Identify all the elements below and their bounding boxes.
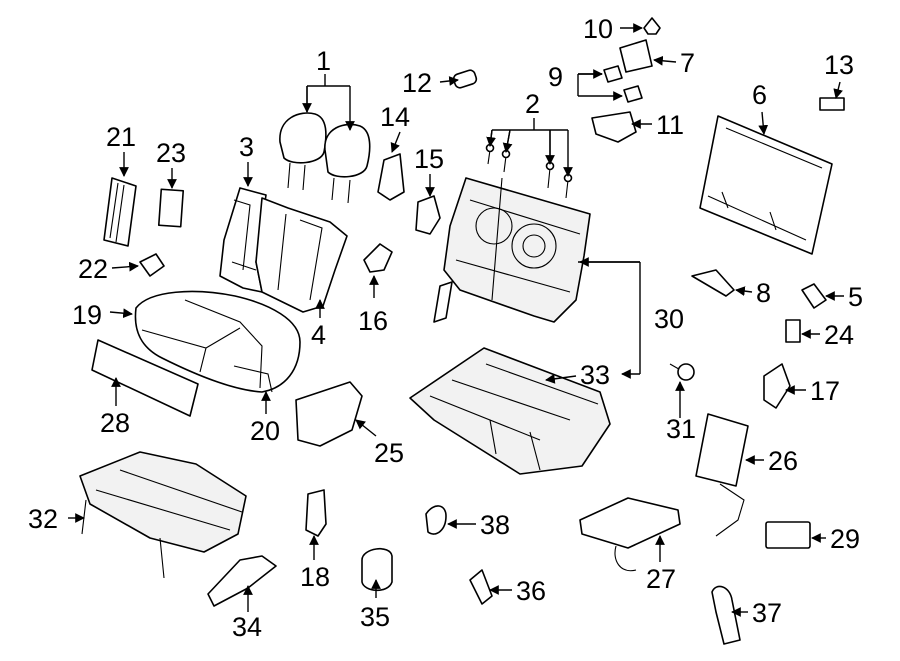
callout-18: 18 — [300, 562, 330, 592]
callout-29: 29 — [830, 524, 860, 554]
module-part-29 — [765, 521, 811, 549]
callout-37: 37 — [752, 598, 782, 628]
panel-part-23 — [157, 188, 185, 228]
bushing-part-36 — [469, 569, 493, 605]
bracket-part-14 — [377, 153, 405, 201]
callout-15: 15 — [414, 144, 444, 174]
hook-part-37 — [711, 585, 741, 645]
seat-cushion-cover-part-19 — [134, 290, 301, 393]
callout-5: 5 — [848, 282, 863, 312]
callout-30: 30 — [654, 304, 684, 334]
cushion-part-20 — [233, 365, 273, 393]
seatback-cover-part-3 — [219, 187, 348, 313]
callout-8: 8 — [756, 278, 771, 308]
callout-4: 4 — [311, 320, 326, 350]
callout-24: 24 — [824, 320, 854, 350]
latch-part-15 — [415, 195, 441, 235]
callout-31: 31 — [666, 414, 696, 444]
strap-bracket-part-18 — [305, 489, 327, 537]
callout-33: 33 — [580, 360, 610, 390]
hinge-cover-part-16 — [363, 243, 393, 273]
cup-part-35 — [361, 548, 393, 592]
cushion-frame-lower-part-32 — [79, 451, 247, 579]
callout-22: 23 — [156, 138, 186, 168]
button-part-12 — [452, 69, 478, 89]
callout-13: 13 — [824, 50, 854, 80]
callout-34: 34 — [232, 612, 262, 642]
clip-part-22 — [139, 253, 165, 277]
callout-20: 20 — [250, 416, 280, 446]
trim-strip-part-28 — [91, 339, 199, 417]
lever-bracket-part-34 — [207, 555, 277, 607]
callout-26: 26 — [768, 446, 798, 476]
callout-19: 19 — [72, 300, 102, 330]
bolster-part-21 — [103, 177, 137, 247]
callout-16: 16 — [358, 306, 388, 336]
callout-25: 25 — [374, 438, 404, 468]
bolt-part-31 — [669, 363, 695, 381]
bracket-part-17 — [763, 363, 791, 409]
harness-panel-part-27 — [579, 497, 681, 572]
clip-part-24 — [785, 319, 801, 343]
callout-28: 28 — [100, 408, 130, 438]
callout-12: 12 — [402, 68, 432, 98]
seatback-panel-part-6 — [699, 115, 833, 255]
guide-part-11 — [591, 111, 637, 143]
callout-22b: 22 — [78, 254, 108, 284]
callout-labels: 1 2 3 4 5 6 7 8 9 10 11 12 13 14 15 16 1… — [28, 14, 863, 642]
callout-3: 3 — [239, 132, 254, 162]
leader-lines — [68, 23, 844, 617]
callout-14: 14 — [380, 102, 410, 132]
callout-1: 1 — [316, 46, 331, 76]
callout-10: 10 — [583, 14, 613, 44]
callout-17: 17 — [810, 376, 840, 406]
side-shield-part-25 — [295, 381, 363, 447]
callout-21: 21 — [106, 122, 136, 152]
knob-part-10 — [643, 17, 661, 35]
strap-part-8 — [691, 269, 735, 297]
callout-2: 2 — [525, 89, 540, 119]
seatback-frame-part-30 — [433, 177, 591, 323]
side-airbag-part-26 — [695, 413, 749, 537]
cap-part-38 — [425, 505, 447, 535]
callout-35: 35 — [360, 602, 390, 632]
callout-11: 11 — [656, 110, 684, 140]
callout-27: 27 — [646, 564, 676, 594]
callout-38: 38 — [480, 510, 510, 540]
seat-cushion-frame-part-33 — [409, 347, 611, 475]
callout-6: 6 — [752, 80, 767, 110]
hook-part-5 — [801, 283, 827, 309]
housing-part-7 — [619, 39, 653, 73]
callout-32: 32 — [28, 504, 58, 534]
label-part-13 — [819, 97, 845, 111]
callout-7: 7 — [680, 48, 695, 78]
headrest-part-1 — [279, 112, 371, 204]
callout-36: 36 — [516, 576, 546, 606]
callout-9: 9 — [548, 62, 563, 92]
